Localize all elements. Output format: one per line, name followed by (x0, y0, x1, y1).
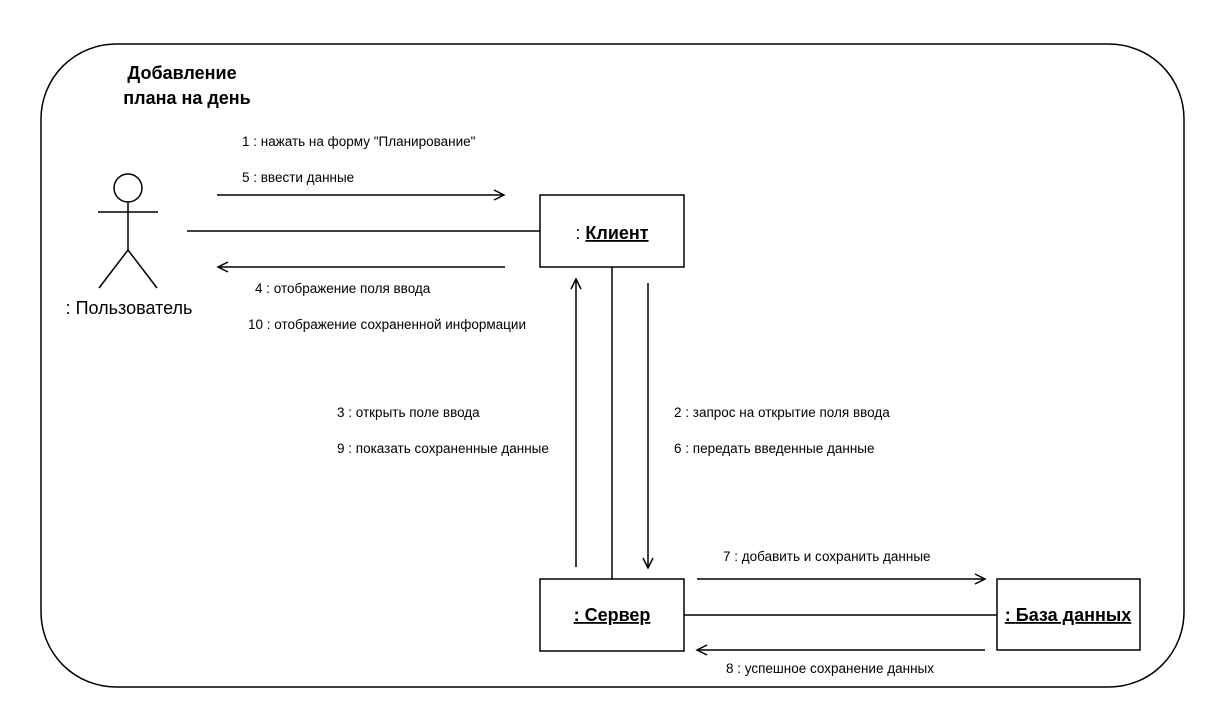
message-1-label: 1 : нажать на форму "Планирование" (242, 134, 476, 149)
arrow-client-to-server (642, 283, 654, 570)
message-5-label: 5 : ввести данные (242, 170, 354, 185)
arrow-client-to-actor (216, 261, 505, 273)
message-3-label: 3 : открыть поле ввода (337, 405, 480, 420)
message-9-label: 9 : показать сохраненные данные (337, 441, 549, 456)
arrow-server-to-database (697, 573, 987, 585)
database-object-label: : База данных (1005, 605, 1131, 625)
client-object-label: : Клиент (575, 223, 648, 243)
arrow-server-to-client (570, 277, 582, 567)
arrow-database-to-server (695, 644, 985, 656)
arrow-actor-to-client (217, 189, 506, 201)
message-4-label: 4 : отображение поля ввода (255, 281, 431, 296)
database-object-box (996, 578, 1141, 651)
message-6-label: 6 : передать введенные данные (674, 441, 875, 456)
client-object-box (539, 194, 685, 268)
diagram-title-line2: плана на день (123, 88, 250, 108)
diagram-title-line1: Добавление (127, 63, 236, 83)
actor-stick-figure-icon (98, 173, 158, 289)
message-8-label: 8 : успешное сохранение данных (726, 661, 934, 676)
server-object-label: : Сервер (574, 605, 651, 625)
message-10-label: 10 : отображение сохраненной информации (248, 317, 526, 332)
diagram-frame (40, 43, 1185, 688)
actor-label: : Пользователь (66, 298, 193, 318)
message-7-label: 7 : добавить и сохранить данные (723, 549, 931, 564)
message-2-label: 2 : запрос на открытие поля ввода (674, 405, 890, 420)
